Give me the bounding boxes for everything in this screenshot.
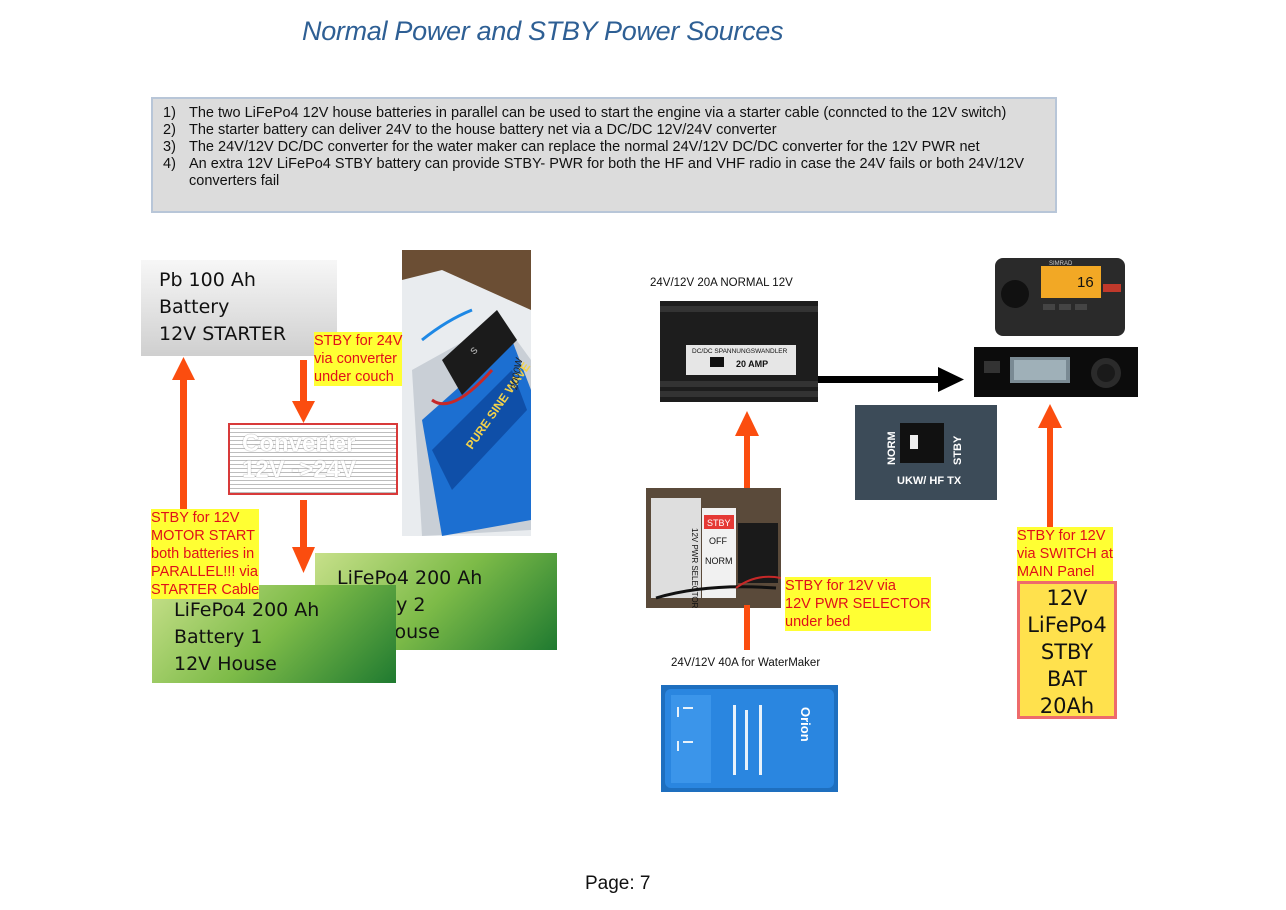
notes-box: 1) The two LiFePo4 12V house batteries in… xyxy=(151,97,1057,213)
selector-off: OFF xyxy=(709,536,727,546)
stby-selector-line2: 12V PWR SELECTOR xyxy=(785,596,931,612)
starter-battery-line2: Battery xyxy=(159,296,230,318)
vhf-brand: SIMRAD xyxy=(1049,261,1073,267)
arrow-down-to-house xyxy=(292,500,315,573)
house-battery-1-line2: Battery 1 xyxy=(174,626,263,648)
arrow-up-to-starter xyxy=(172,357,195,515)
stby-battery-line4: BAT xyxy=(1047,667,1087,691)
switch-label: UKW/ HF TX xyxy=(897,475,962,487)
vhf-channel: 16 xyxy=(1077,274,1094,291)
note-item: 1) The two LiFePo4 12V house batteries in… xyxy=(163,105,1047,122)
notes-list: 1) The two LiFePo4 12V house batteries in… xyxy=(163,105,1047,190)
switch-stby-label: STBY xyxy=(952,435,964,465)
note-item: 2) The starter battery can deliver 24V to… xyxy=(163,122,1047,139)
arrow-up-to-normal-converter xyxy=(735,411,759,488)
converter-line1: Converter xyxy=(242,430,356,457)
arrow-right-to-radios xyxy=(818,367,964,392)
note-item: 4) An extra 12V LiFePo4 STBY battery can … xyxy=(163,156,1047,190)
stby-selector-note: STBY for 12V via 12V PWR SELECTOR under … xyxy=(785,577,931,631)
orion-brand: Orion xyxy=(798,707,813,742)
stby-motor-line3: both batteries in xyxy=(151,546,255,562)
stby-motor-line4: PARALLEL!!! via xyxy=(151,564,258,580)
arrows-left xyxy=(172,357,315,573)
arrows-right xyxy=(735,404,1062,650)
vhf-radio-photo: 16 SIMRAD xyxy=(993,254,1127,336)
hf-radio-photo xyxy=(974,347,1138,397)
selector-norm: NORM xyxy=(705,556,733,566)
house-battery-2-line1: LiFePo4 200 Ah xyxy=(337,567,483,589)
note-number: 3) xyxy=(163,139,176,155)
stby-battery-line1: 12V xyxy=(1046,586,1088,610)
stby-motor-line1: STBY for 12V xyxy=(151,510,240,526)
page-number: Page: 7 xyxy=(585,873,651,894)
watermaker-converter-label: 24V/12V 40A for WaterMaker xyxy=(671,657,821,669)
starter-battery-line3: 12V STARTER xyxy=(159,323,287,345)
pwr-selector-photo: STBY OFF NORM 12V PWR SELECTOR xyxy=(646,488,781,608)
arrow-up-to-hf-radio xyxy=(1038,404,1062,554)
stby-selector-line1: STBY for 12V via xyxy=(785,578,896,594)
note-text: The starter battery can deliver 24V to t… xyxy=(189,122,777,138)
watermaker-converter-photo: Orion xyxy=(661,685,838,792)
stby-switch-line2: via SWITCH at xyxy=(1017,546,1113,562)
switch-photo: NORM STBY UKW/ HF TX xyxy=(855,405,997,500)
note-text: The two LiFePo4 12V house batteries in p… xyxy=(189,105,1007,121)
note-text: An extra 12V LiFePo4 STBY battery can pr… xyxy=(189,156,1024,189)
converter-box: Converter 12V ->24V xyxy=(228,423,398,495)
stby-switch-line3: MAIN Panel xyxy=(1017,564,1095,580)
normal-converter-amp: 20 AMP xyxy=(736,359,768,369)
stby-battery-line3: STBY xyxy=(1040,640,1094,664)
arrow-up-from-watermaker xyxy=(744,605,750,650)
selector-stby: STBY xyxy=(707,518,731,528)
stby-motor-line2: MOTOR START xyxy=(151,528,255,544)
house-battery-1-line3: 12V House xyxy=(174,653,277,675)
converter-line2: 12V ->24V xyxy=(242,456,357,483)
stby-battery-line2: LiFePo4 xyxy=(1027,613,1107,637)
arrow-down-to-converter xyxy=(292,360,315,423)
normal-converter-brand: DC/DC SPANNUNGSWANDLER xyxy=(692,348,788,355)
page-title: Normal Power and STBY Power Sources xyxy=(302,16,784,46)
stby-24v-note: STBY for 24V via converter under couch xyxy=(314,332,403,386)
stby-switch-line1: STBY for 12V xyxy=(1017,528,1106,544)
selector-side-label: 12V PWR SELECTOR xyxy=(690,528,699,608)
note-number: 1) xyxy=(163,105,176,121)
stby-motor-line5: STARTER Cable xyxy=(151,582,260,598)
normal-converter-label: 24V/12V 20A NORMAL 12V xyxy=(650,277,793,289)
note-number: 4) xyxy=(163,156,176,172)
house-battery-1-box: LiFePo4 200 Ah Battery 1 12V House xyxy=(152,585,396,683)
note-text: The 24V/12V DC/DC converter for the wate… xyxy=(189,139,980,155)
svg-text:S: S xyxy=(468,345,479,356)
note-item: 3) The 24V/12V DC/DC converter for the wa… xyxy=(163,139,1047,156)
stby-battery-line5: 20Ah xyxy=(1039,694,1095,718)
note-number: 2) xyxy=(163,122,176,138)
stby-battery-box: 12V LiFePo4 STBY BAT 20Ah xyxy=(1017,581,1117,719)
stby-24v-line2: via converter xyxy=(314,351,398,367)
stby-24v-line1: STBY for 24V xyxy=(314,333,403,349)
stby-motor-note: STBY for 12V MOTOR START both batteries … xyxy=(151,509,260,599)
house-battery-1-line1: LiFePo4 200 Ah xyxy=(174,599,320,621)
stby-selector-line3: under bed xyxy=(785,614,851,630)
inverter-photo: PURE SINE WAVE 2000W S xyxy=(402,250,531,536)
starter-battery-line1: Pb 100 Ah xyxy=(159,269,256,291)
normal-converter-photo: DC/DC SPANNUNGSWANDLER 20 AMP xyxy=(660,301,818,402)
stby-switch-note: STBY for 12V via SWITCH at MAIN Panel xyxy=(1017,527,1113,581)
stby-24v-line3: under couch xyxy=(314,369,394,385)
switch-norm-label: NORM xyxy=(886,431,898,465)
starter-battery-box: Pb 100 Ah Battery 12V STARTER xyxy=(141,260,337,356)
